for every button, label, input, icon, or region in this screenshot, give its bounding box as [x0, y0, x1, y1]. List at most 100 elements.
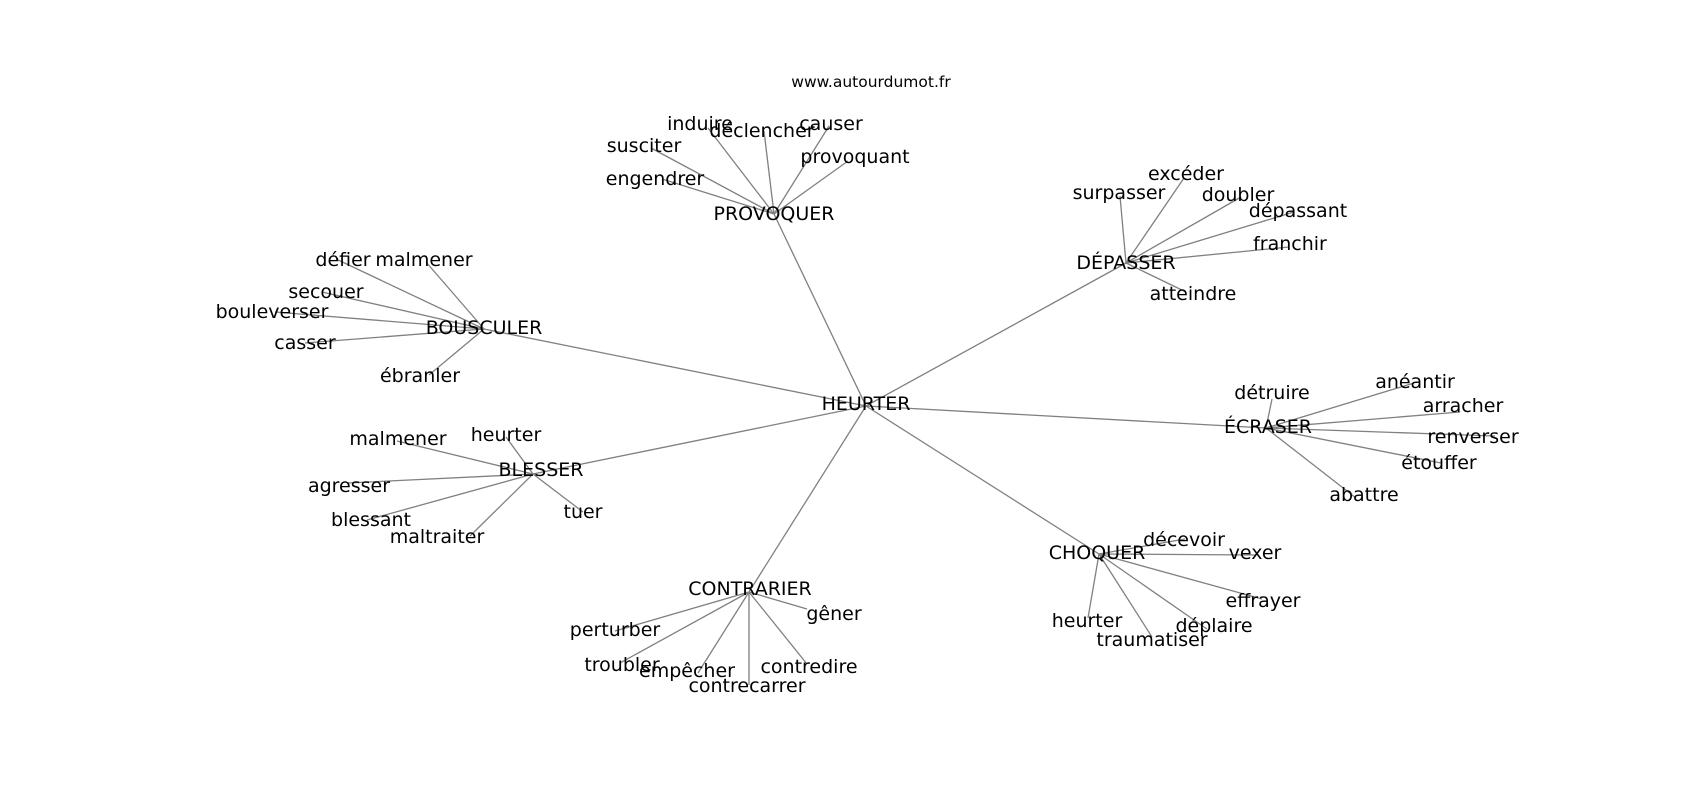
leaf-word[interactable]: abattre	[1329, 484, 1398, 506]
hub-leaf-edge	[1125, 196, 1242, 264]
hub-leaf-edge	[1125, 262, 1187, 293]
hub-leaf-edge	[614, 591, 750, 632]
leaf-word[interactable]: franchir	[1253, 233, 1327, 255]
leaf-word[interactable]: heurter	[471, 424, 542, 446]
leaf-word[interactable]: renverser	[1427, 426, 1518, 448]
hub-leaf-edge	[1265, 427, 1442, 464]
leaf-word[interactable]: défier	[315, 249, 370, 271]
leaf-word[interactable]: effrayer	[1226, 590, 1301, 612]
hub-leaf-edge	[763, 130, 775, 215]
leaf-word[interactable]: casser	[274, 332, 336, 354]
hub-leaf-edge	[1265, 382, 1415, 429]
leaf-word[interactable]: contrecarrer	[688, 675, 805, 697]
leaf-word[interactable]: induire	[667, 113, 733, 135]
hub-leaf-edge	[1087, 553, 1100, 619]
center-hub-edge	[865, 405, 1267, 429]
leaf-word[interactable]: décevoir	[1143, 529, 1225, 551]
hub-word[interactable]: CONTRARIER	[688, 578, 811, 600]
leaf-word[interactable]: gêner	[806, 603, 861, 625]
leaf-word[interactable]: étouffer	[1401, 452, 1477, 474]
center-hub-edge	[532, 405, 867, 475]
leaf-word[interactable]: atteindre	[1150, 283, 1237, 305]
hub-leaf-edge	[1265, 427, 1496, 437]
center-hub-edge	[773, 213, 867, 407]
leaf-word[interactable]: blessant	[331, 509, 411, 531]
hub-leaf-edge	[425, 261, 485, 330]
hub-word[interactable]: BOUSCULER	[426, 317, 543, 339]
center-hub-edge	[483, 328, 867, 407]
hub-leaf-edge	[1125, 211, 1295, 264]
leaf-word[interactable]: arracher	[1423, 395, 1504, 417]
center-hub-edge	[748, 405, 867, 593]
leaf-word[interactable]: malmener	[375, 249, 472, 271]
leaf-word[interactable]: troubler	[584, 654, 660, 676]
hub-leaf-edge	[396, 440, 534, 475]
leaf-word[interactable]: causer	[799, 113, 863, 135]
leaf-word[interactable]: détruire	[1234, 382, 1309, 404]
leaf-word[interactable]: agresser	[308, 475, 390, 497]
leaf-word[interactable]: heurter	[1052, 610, 1123, 632]
hub-leaf-edge	[1098, 553, 1153, 638]
leaf-word[interactable]: perturber	[570, 619, 661, 641]
hub-leaf-edge	[1098, 538, 1186, 555]
leaf-word[interactable]: dépassant	[1249, 200, 1347, 222]
leaf-word[interactable]: surpasser	[1073, 182, 1166, 204]
hub-leaf-edge	[505, 436, 534, 475]
center-word[interactable]: HEURTER	[822, 393, 911, 415]
hub-leaf-edge	[1098, 553, 1208, 630]
leaf-word[interactable]: ébranler	[380, 365, 460, 387]
hub-leaf-edge	[1265, 427, 1357, 499]
hub-word[interactable]: CHOQUER	[1049, 542, 1146, 564]
leaf-word[interactable]: anéantir	[1375, 371, 1455, 393]
hub-leaf-edge	[1098, 553, 1263, 600]
leaf-word[interactable]: empêcher	[639, 660, 735, 682]
hub-leaf-edge	[661, 178, 775, 215]
graph-edges	[274, 125, 1496, 685]
hub-leaf-edge	[1265, 411, 1461, 429]
hub-leaf-edge	[707, 127, 775, 215]
leaf-word[interactable]: traumatiser	[1096, 629, 1207, 651]
leaf-word[interactable]: doubler	[1202, 184, 1275, 206]
hub-leaf-edge	[304, 328, 485, 344]
leaf-word[interactable]: déclencher	[709, 120, 814, 142]
hub-word[interactable]: PROVOQUER	[714, 203, 835, 225]
leaf-word[interactable]: maltraiter	[390, 526, 485, 548]
hub-leaf-edge	[1265, 398, 1273, 429]
hub-leaf-edge	[347, 473, 534, 484]
hub-leaf-edge	[1098, 553, 1256, 556]
leaf-word[interactable]: bouleverser	[216, 301, 329, 323]
hub-leaf-edge	[469, 473, 534, 537]
hub-leaf-edge	[773, 125, 830, 215]
hub-leaf-edge	[650, 147, 775, 215]
hub-leaf-edge	[335, 258, 485, 330]
hub-leaf-edge	[366, 473, 534, 521]
center-hub-edge	[865, 405, 1100, 555]
hub-word[interactable]: DÉPASSER	[1076, 251, 1175, 274]
graph-labels: www.autourdumot.fr HEURTER PROVOQUER indu…	[216, 73, 1519, 697]
leaf-word[interactable]: contredire	[760, 656, 857, 678]
hub-leaf-edge	[748, 591, 808, 665]
leaf-word[interactable]: vexer	[1229, 542, 1282, 564]
source-label: www.autourdumot.fr	[791, 73, 951, 91]
leaf-word[interactable]: secouer	[288, 281, 363, 303]
hub-word[interactable]: ÉCRASER	[1224, 415, 1312, 438]
hub-leaf-edge	[773, 160, 849, 215]
leaf-word[interactable]: malmener	[349, 428, 446, 450]
leaf-word[interactable]: susciter	[607, 135, 682, 157]
leaf-word[interactable]: excéder	[1148, 163, 1224, 185]
hub-leaf-edge	[1125, 177, 1185, 264]
hub-leaf-edge	[1119, 195, 1127, 264]
hub-word[interactable]: BLESSER	[499, 459, 584, 481]
hub-leaf-edge	[619, 591, 750, 664]
hub-leaf-edge	[1125, 246, 1290, 264]
leaf-word[interactable]: déplaire	[1175, 615, 1252, 637]
leaf-word[interactable]: engendrer	[606, 168, 705, 190]
hub-leaf-edge	[321, 291, 485, 330]
hub-leaf-edge	[428, 328, 485, 376]
leaf-word[interactable]: tuer	[564, 501, 603, 523]
hub-leaf-edge	[697, 591, 750, 674]
leaf-word[interactable]: provoquant	[800, 146, 909, 168]
hub-leaf-edge	[274, 311, 485, 330]
hub-leaf-edge	[748, 591, 808, 610]
